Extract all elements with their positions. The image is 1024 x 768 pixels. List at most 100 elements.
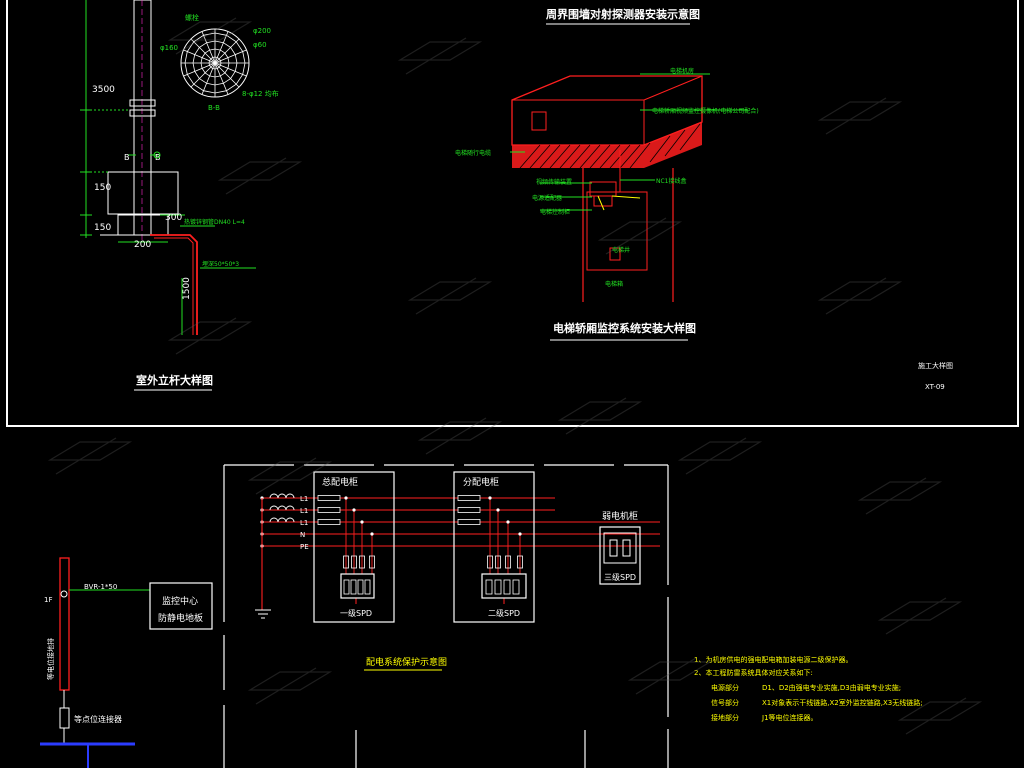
web-spoke <box>183 49 216 64</box>
ground-symbol <box>255 609 271 619</box>
spd-1 <box>340 573 375 599</box>
bb-label: B-B <box>208 104 220 112</box>
busbar-label: 等电位接地排 <box>46 638 55 680</box>
floor-label: 1F <box>44 596 52 604</box>
cabinet-weak <box>599 526 641 585</box>
spd-cell <box>505 555 511 569</box>
wm-mark <box>47 437 133 475</box>
wm-mark <box>877 597 963 635</box>
cabinet-branch <box>453 471 535 623</box>
pole-drawing: 3500 150 150 B B 200 300 热镀锌钢管DN40 L=4 埋… <box>80 0 256 391</box>
diagram-title: 配电系统保护示意图 <box>366 656 447 668</box>
wm-mark <box>167 17 253 55</box>
section-b-left: B <box>124 153 130 162</box>
wm-mark <box>557 397 643 435</box>
label-shaft: 电梯井 <box>612 246 630 254</box>
section-bb: 螺栓 φ200 φ160 φ60 8-φ12 均布 B-B <box>160 13 279 112</box>
bonding-label: 等点位连接器 <box>74 714 122 724</box>
dim-200: 200 <box>134 240 151 250</box>
note-row-1-key: 电源部分 <box>711 683 739 692</box>
fuse <box>457 519 481 525</box>
note-row-3-val: J1等电位连接器。 <box>761 713 818 722</box>
cable-label: 热镀锌钢管DN40 L=4 <box>184 218 245 226</box>
fuse <box>457 507 481 513</box>
label-car: 电梯箱 <box>605 280 623 288</box>
node <box>360 520 364 524</box>
spd-element <box>350 579 357 595</box>
phi60-label: φ60 <box>253 41 267 49</box>
node <box>370 532 374 536</box>
fuse <box>317 495 341 501</box>
label-camera: 电梯轿厢视频监控摄像机(电梯公司配合) <box>652 107 759 115</box>
box-line2: 防静电地板 <box>158 612 203 624</box>
label-cable: 电梯随行电缆 <box>455 149 491 157</box>
spd-3-label: 三级SPD <box>604 572 636 582</box>
spd-cell <box>495 555 501 569</box>
node <box>518 532 522 536</box>
web-spoke <box>214 31 229 64</box>
fuse <box>317 507 341 513</box>
dim-150a: 150 <box>94 183 111 193</box>
web-spoke <box>201 31 216 64</box>
node <box>488 496 492 500</box>
wm-mark <box>817 277 903 315</box>
line-label: L1 <box>300 507 308 515</box>
spd-element <box>343 579 350 595</box>
wm-mark <box>247 457 333 495</box>
web-spoke <box>214 49 247 64</box>
spd-element <box>364 579 371 595</box>
coil <box>285 505 295 511</box>
wire-label: BVR-1*50 <box>84 583 117 591</box>
line-label: L1 <box>300 495 308 503</box>
node <box>352 508 356 512</box>
sheet-number: XT-09 <box>925 383 945 391</box>
web-spoke <box>201 62 216 95</box>
wm-mark <box>407 277 493 315</box>
web-spoke <box>190 62 216 88</box>
note-row-2-key: 信号部分 <box>711 698 739 707</box>
wm-mark <box>217 157 303 195</box>
cabinet-weak-title: 弱电机柜 <box>602 510 638 522</box>
dim-3500: 3500 <box>92 85 115 95</box>
box-line1: 监控中心 <box>162 595 198 607</box>
spd-cell <box>517 555 523 569</box>
wm-mark <box>817 97 903 135</box>
monitor-center-box <box>149 582 213 630</box>
web-spoke <box>214 38 240 64</box>
label-control-cabinet: 电梯控制柜 <box>540 208 570 216</box>
spd-2 <box>481 573 527 599</box>
coil <box>277 493 287 499</box>
node <box>506 520 510 524</box>
note-row-3-key: 接地部分 <box>711 713 739 722</box>
coil <box>269 517 279 523</box>
label-power-adapter: 电源适配器 <box>532 194 562 202</box>
busbar <box>59 557 70 691</box>
earthing-section: 1F 等电位接地排 BVR-1*50 监控中心 防静电地板 等点位连接器 <box>40 557 213 768</box>
elevator-title: 电梯轿厢监控系统安装大样图 <box>553 321 696 335</box>
line-label: PE <box>300 543 309 551</box>
spd-element <box>357 579 364 595</box>
elevator-car <box>586 191 648 271</box>
pole-body <box>133 0 152 236</box>
node <box>344 496 348 500</box>
wm-mark <box>417 417 503 455</box>
note-1: 1、为机房供电的强电配电箱加装电源二级保护器。 <box>694 655 852 664</box>
label-video-trans: 视频传输装置 <box>536 178 572 186</box>
spd-cell <box>351 555 357 569</box>
phi160-label: φ160 <box>160 44 178 52</box>
spd-2-label: 二级SPD <box>488 608 520 618</box>
web-spoke <box>214 62 229 95</box>
elevator-detail: 周界围墙对射探测器安装示意图 <box>455 7 759 341</box>
line-label: N <box>300 531 305 539</box>
spd-cell <box>359 555 365 569</box>
wm-mark <box>897 697 983 735</box>
dim-150b: 150 <box>94 223 111 233</box>
spd-cell <box>369 555 375 569</box>
pole-title: 室外立杆大样图 <box>136 373 213 387</box>
sheet-name: 施工大样图 <box>918 361 953 370</box>
web-spoke <box>214 62 247 77</box>
web-spoke <box>214 62 240 88</box>
